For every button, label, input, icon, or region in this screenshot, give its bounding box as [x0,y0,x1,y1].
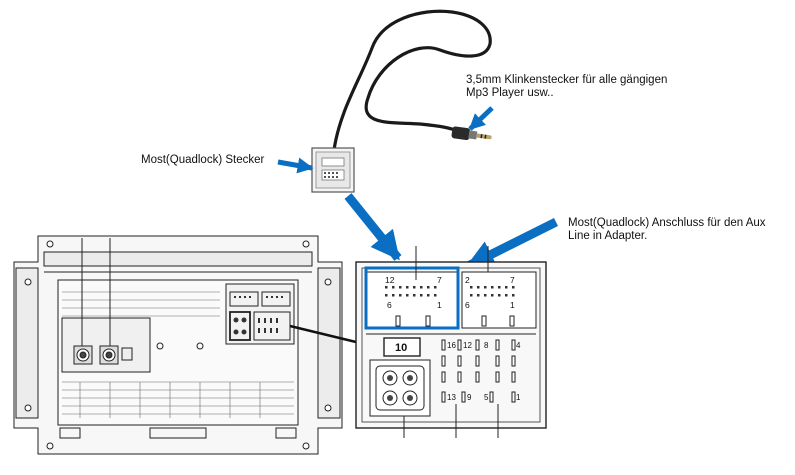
right-block-number-1: 1 [510,300,515,310]
radio-rear-unit [13,235,343,455]
quadlock-plug-icon [311,147,355,193]
socket-label-line1: Most(Quadlock) Anschluss für den Aux [568,217,766,229]
connector-detail [355,246,547,438]
left-block-number-1: 1 [437,300,442,310]
plug-to-socket-arrow [344,193,402,261]
plug-label: Most(Quadlock) Stecker [141,154,265,166]
socket-arrow [465,217,559,271]
aux-cable [332,9,492,152]
right-block-number-2: 2 [465,275,470,285]
socket-label-line2: Line in Adapter. [568,230,648,242]
right-block-number-6: 6 [465,300,470,310]
pin-top-12: 12 [463,341,472,350]
unit-quadlock-socket [225,283,295,345]
jack-plug-icon [451,126,492,141]
pin-top-4: 4 [516,341,521,350]
center-box-number: 10 [395,342,407,354]
pin-top-8: 8 [484,341,489,350]
plug-arrow [277,157,314,174]
annotation-arrows [277,106,559,271]
right-block-number-7: 7 [510,275,515,285]
left-block-number-7: 7 [437,275,442,285]
jack-label-line2: Mp3 Player usw.. [466,87,554,99]
pin-bottom-1: 1 [516,393,521,402]
pin-bottom-9: 9 [467,393,472,402]
antenna-socket-icon [73,345,133,365]
zoom-callout-line [289,324,357,344]
connector-labels: 12 7 6 1 2 7 6 1 10 16 12 8 4 13 9 5 1 [385,275,521,402]
pin-bottom-5: 5 [484,393,489,402]
aux-slot-highlight [364,266,460,330]
jack-label-line1: 3,5mm Klinkenstecker für alle gängigen [466,74,668,86]
jack-arrow [468,106,494,131]
left-block-number-12: 12 [385,275,395,285]
pin-top-16: 16 [447,341,456,350]
pin-bottom-13: 13 [447,393,456,402]
left-block-number-6: 6 [387,300,392,310]
slot-10-box [383,337,421,357]
